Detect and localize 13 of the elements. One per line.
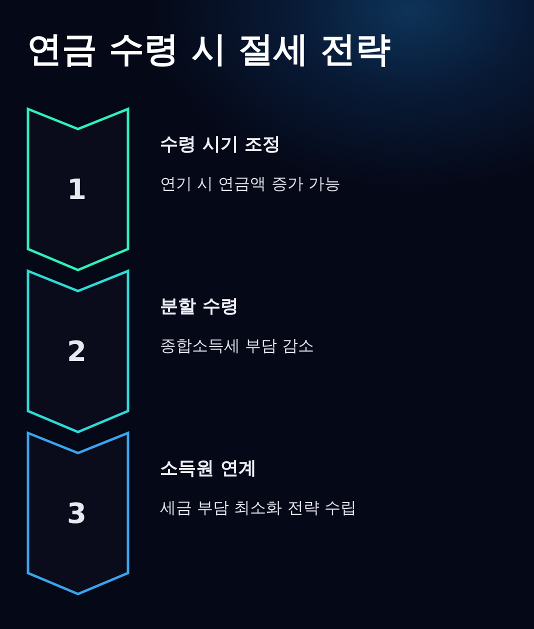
step-number: 2 [67,335,86,368]
chevron-step [26,107,130,272]
step-number: 1 [67,173,86,206]
step-description: 연기 시 연금액 증가 가능 [160,174,340,195]
step-description: 세금 부담 최소화 전략 수립 [160,498,356,519]
step-heading: 분할 수령 [160,295,238,318]
step-heading: 수령 시기 조정 [160,133,281,156]
title: 연금 수령 시 절세 전략 [27,29,391,72]
step-number: 3 [67,497,86,530]
step-description: 종합소득세 부담 감소 [160,336,314,357]
chevron-step [26,269,130,434]
chevron-step [26,431,130,596]
step-heading: 소득원 연계 [160,457,256,480]
